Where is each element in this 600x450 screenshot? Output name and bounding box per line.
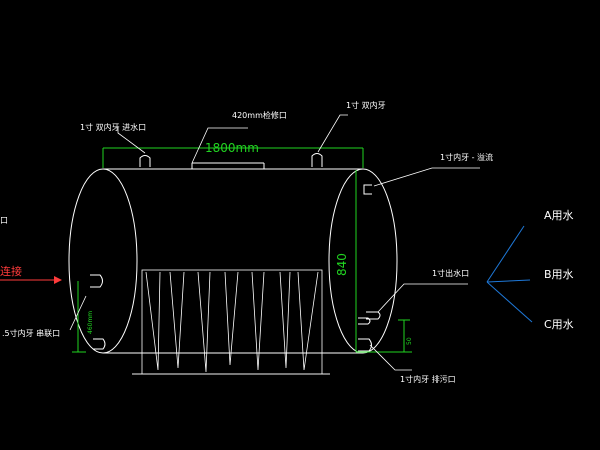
saddle-frame [141,269,323,375]
series-port-label: .5寸内牙 串联口 [2,328,60,338]
outlet-label: 1寸出水口 [432,268,469,278]
use-b-label: B用水 [544,268,574,281]
inlet-label: 1寸 双内牙 进水口 [80,122,146,132]
series-port-bottom [93,338,106,350]
left-edge-mark: 口 [0,216,8,225]
outlet-leader [377,283,468,313]
inlet-leader [117,127,146,154]
overflow-leader [373,167,480,187]
small-right-dimension: 50 [406,337,413,345]
use-leader-c [486,281,533,323]
overflow-label: 1寸内牙 - 溢流 [440,152,493,162]
outlet-fitting-2 [358,317,371,325]
tank-left-end [68,168,138,354]
leader-lines [69,114,480,371]
inlet-pipe [139,155,151,167]
manhole-label: 420mm检修口 [232,110,287,120]
tank-body [68,168,398,354]
series-leader [69,295,87,331]
series-port-top [90,274,103,288]
use-leaders [486,225,533,323]
saddle-supports [132,269,330,375]
use-c-label: C用水 [544,318,574,331]
manhole-leader [191,127,248,164]
drain-fitting [358,338,372,352]
small-left-dimension: 460mm [87,311,94,334]
length-dimension: 1800mm [205,141,259,155]
height-dimension: 840 [335,253,349,276]
top-right-port-label: 1寸 双内牙 [346,100,386,110]
dimensions [72,147,412,353]
connect-arrow [0,276,62,284]
overflow-fitting [363,184,372,195]
drain-label: 1寸内牙 排污口 [400,374,456,384]
use-leader-b [486,279,531,283]
use-leader-a [486,225,525,283]
drain-leader [369,344,412,371]
top-right-leader [317,114,348,153]
connect-label: 连接 [0,265,22,278]
manhole [191,162,265,169]
pipe-stubs [90,153,381,352]
use-a-label: A用水 [544,209,574,222]
top-right-pipe [311,153,323,167]
